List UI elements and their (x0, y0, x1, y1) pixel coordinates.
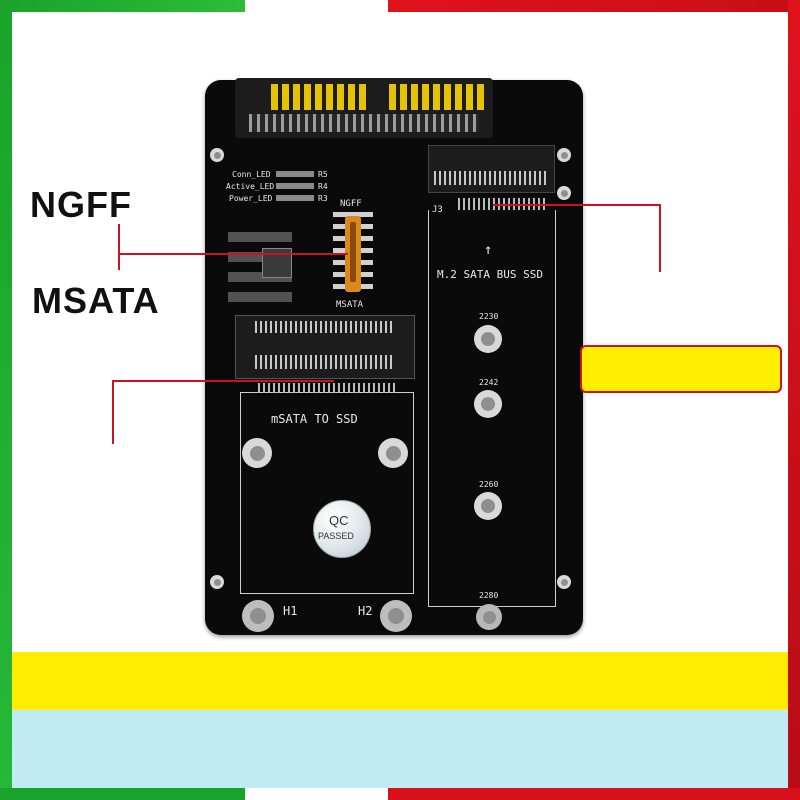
frame-green-left (0, 0, 12, 800)
m2-hole-2280 (476, 604, 502, 630)
frame-red-right (788, 0, 800, 800)
callout-line-horizontal-left (118, 253, 348, 255)
m2-size-2260: 2260 (479, 480, 499, 489)
m2-title: M.2 SATA BUS SSD (437, 268, 543, 281)
m2-size-2242: 2242 (479, 378, 499, 387)
selector-switch (333, 212, 373, 296)
frame-green-bottom (0, 788, 245, 800)
msata-hole-left (242, 438, 272, 468)
sata-data-pins (271, 84, 367, 110)
m2-size-2230: 2230 (479, 312, 499, 321)
frame-red-bottom (388, 788, 800, 800)
led-label-active: Active_LED (226, 182, 275, 191)
mount-hole-top-left (210, 148, 224, 162)
msata-label: MSATA (32, 280, 160, 321)
m2-hole-2242 (474, 390, 502, 418)
m2-size-2280: 2280 (479, 591, 499, 600)
ngff-label: NGFF (30, 184, 132, 225)
m2-connector (428, 145, 555, 193)
m2-arrow: ↑ (484, 242, 493, 258)
light-blue-band (12, 710, 788, 788)
callout-line-m2-horizontal (493, 204, 661, 206)
qc-passed-label: PASSED (318, 531, 354, 541)
j3-label: J3 (432, 205, 443, 215)
resistor-label-r5: R5 (318, 170, 328, 179)
msata-connector (235, 315, 415, 379)
mount-hole-bottom-right (557, 575, 571, 589)
qc-label: QC (329, 513, 349, 528)
chip-label-ngff: NGFF (340, 199, 362, 209)
msata-slot-pins (258, 383, 398, 393)
led-components (276, 171, 314, 203)
qc-passed-sticker (313, 500, 371, 558)
h1-label: H1 (283, 604, 298, 618)
frame-red-top (388, 0, 800, 12)
msata-title: mSATA TO SSD (271, 412, 358, 426)
h2-label: H2 (358, 604, 373, 618)
m2-hole-2260 (474, 492, 502, 520)
standoff-h2 (380, 600, 412, 632)
callout-line-msata-vertical (112, 380, 114, 444)
yellow-band (12, 652, 788, 710)
led-label-conn: Conn_LED (232, 170, 271, 179)
mount-hole-bottom-left (210, 575, 224, 589)
sata-power-pins (389, 84, 485, 110)
callout-line-m2-vertical (659, 204, 661, 272)
frame-green-top (0, 0, 245, 12)
led-label-power: Power_LED (229, 194, 273, 203)
resistor-label-r3: R3 (318, 194, 328, 203)
standoff-h1 (242, 600, 274, 632)
callout-line-msata-horizontal (112, 380, 334, 382)
chip-label-msata: MSATA (336, 300, 364, 310)
resistor-label-r4: R4 (318, 182, 328, 191)
sata-connector (235, 78, 493, 138)
mount-hole-right-mid (557, 186, 571, 200)
m2-hole-2230 (474, 325, 502, 353)
yellow-callout-box (580, 345, 782, 393)
mount-hole-top-right (557, 148, 571, 162)
msata-hole-right (378, 438, 408, 468)
callout-line-vertical-left (118, 224, 120, 270)
